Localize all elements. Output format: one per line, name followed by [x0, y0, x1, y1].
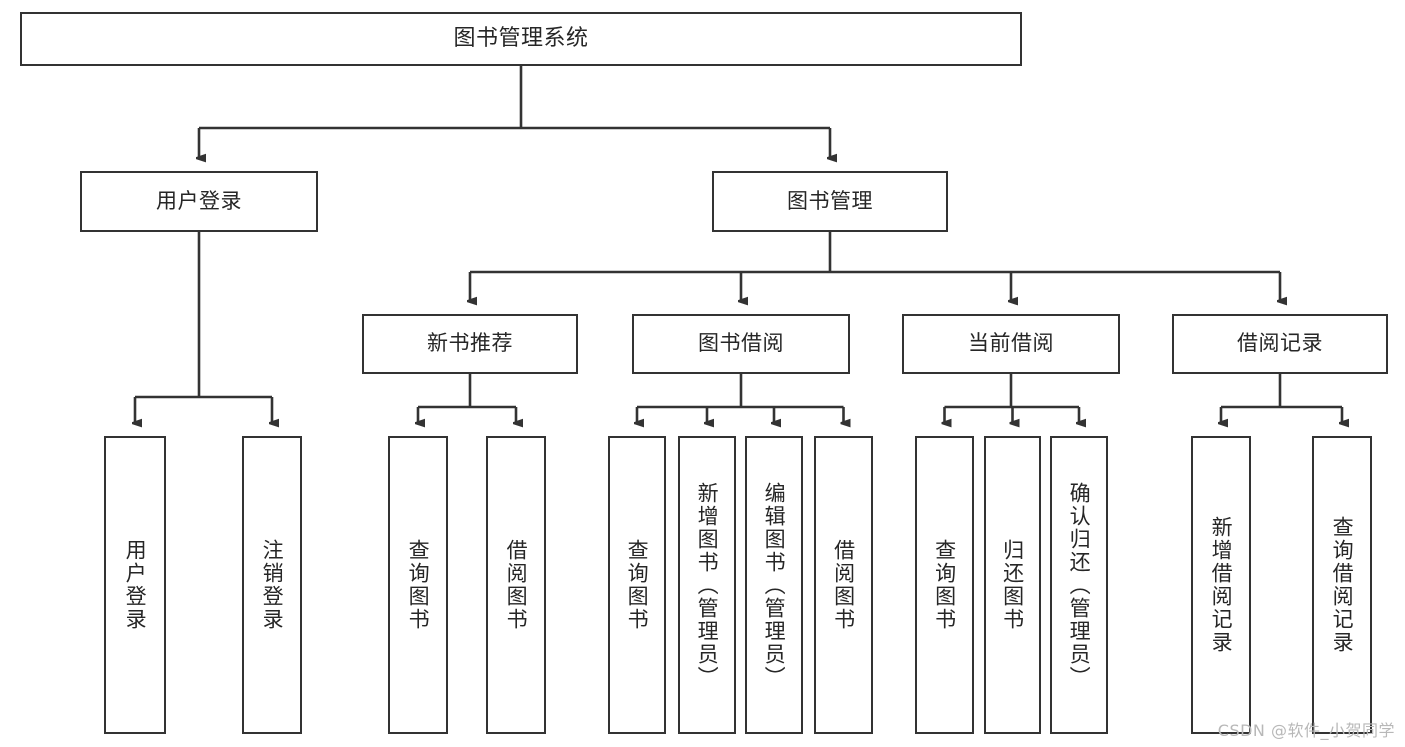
node-label: 查询图书 — [932, 539, 957, 631]
node-current-borrow[interactable]: 当前借阅 — [902, 314, 1120, 374]
node-label: 编辑图书（管理员） — [762, 481, 787, 689]
node-leaf-add-record[interactable]: 新增借阅记录 — [1191, 436, 1251, 734]
node-label: 查询图书 — [406, 539, 431, 631]
node-label: 确认归还（管理员） — [1067, 481, 1092, 689]
node-label: 图书管理 — [787, 188, 873, 213]
node-label: 新增借阅记录 — [1209, 516, 1234, 654]
csdn-watermark: CSDN @软件_小贺同学 — [1217, 721, 1395, 740]
node-book-borrow[interactable]: 图书借阅 — [632, 314, 850, 374]
node-user-login[interactable]: 用户登录 — [80, 171, 318, 232]
node-leaf-query-book-1[interactable]: 查询图书 — [388, 436, 448, 734]
node-label: 新增图书（管理员） — [695, 481, 720, 689]
node-leaf-query-book-3[interactable]: 查询图书 — [915, 436, 974, 734]
node-label: 当前借阅 — [968, 331, 1054, 356]
node-leaf-borrow-book-2[interactable]: 借阅图书 — [814, 436, 873, 734]
node-label: 新书推荐 — [427, 331, 513, 356]
node-label: 图书管理系统 — [453, 25, 589, 51]
node-leaf-confirm-return[interactable]: 确认归还（管理员） — [1050, 436, 1108, 734]
node-leaf-edit-book[interactable]: 编辑图书（管理员） — [745, 436, 803, 734]
node-label: 借阅图书 — [831, 539, 856, 631]
node-label: 用户登录 — [156, 188, 242, 213]
node-label: 借阅记录 — [1237, 331, 1323, 356]
node-leaf-query-book-2[interactable]: 查询图书 — [608, 436, 666, 734]
node-book-management[interactable]: 图书管理 — [712, 171, 948, 232]
node-leaf-user-logout[interactable]: 注销登录 — [242, 436, 302, 734]
node-root[interactable]: 图书管理系统 — [20, 12, 1022, 66]
node-label: 查询借阅记录 — [1330, 516, 1355, 654]
node-leaf-add-book[interactable]: 新增图书（管理员） — [678, 436, 736, 734]
node-label: 注销登录 — [260, 539, 285, 631]
node-label: 用户登录 — [123, 539, 148, 631]
node-label: 查询图书 — [625, 539, 650, 631]
node-label: 借阅图书 — [504, 539, 529, 631]
node-borrow-record[interactable]: 借阅记录 — [1172, 314, 1388, 374]
node-new-book-recommend[interactable]: 新书推荐 — [362, 314, 578, 374]
node-leaf-query-record[interactable]: 查询借阅记录 — [1312, 436, 1372, 734]
node-leaf-borrow-book-1[interactable]: 借阅图书 — [486, 436, 546, 734]
node-label: 归还图书 — [1000, 539, 1025, 631]
node-label: 图书借阅 — [698, 331, 784, 356]
node-leaf-return-book[interactable]: 归还图书 — [984, 436, 1041, 734]
node-leaf-user-login[interactable]: 用户登录 — [104, 436, 166, 734]
